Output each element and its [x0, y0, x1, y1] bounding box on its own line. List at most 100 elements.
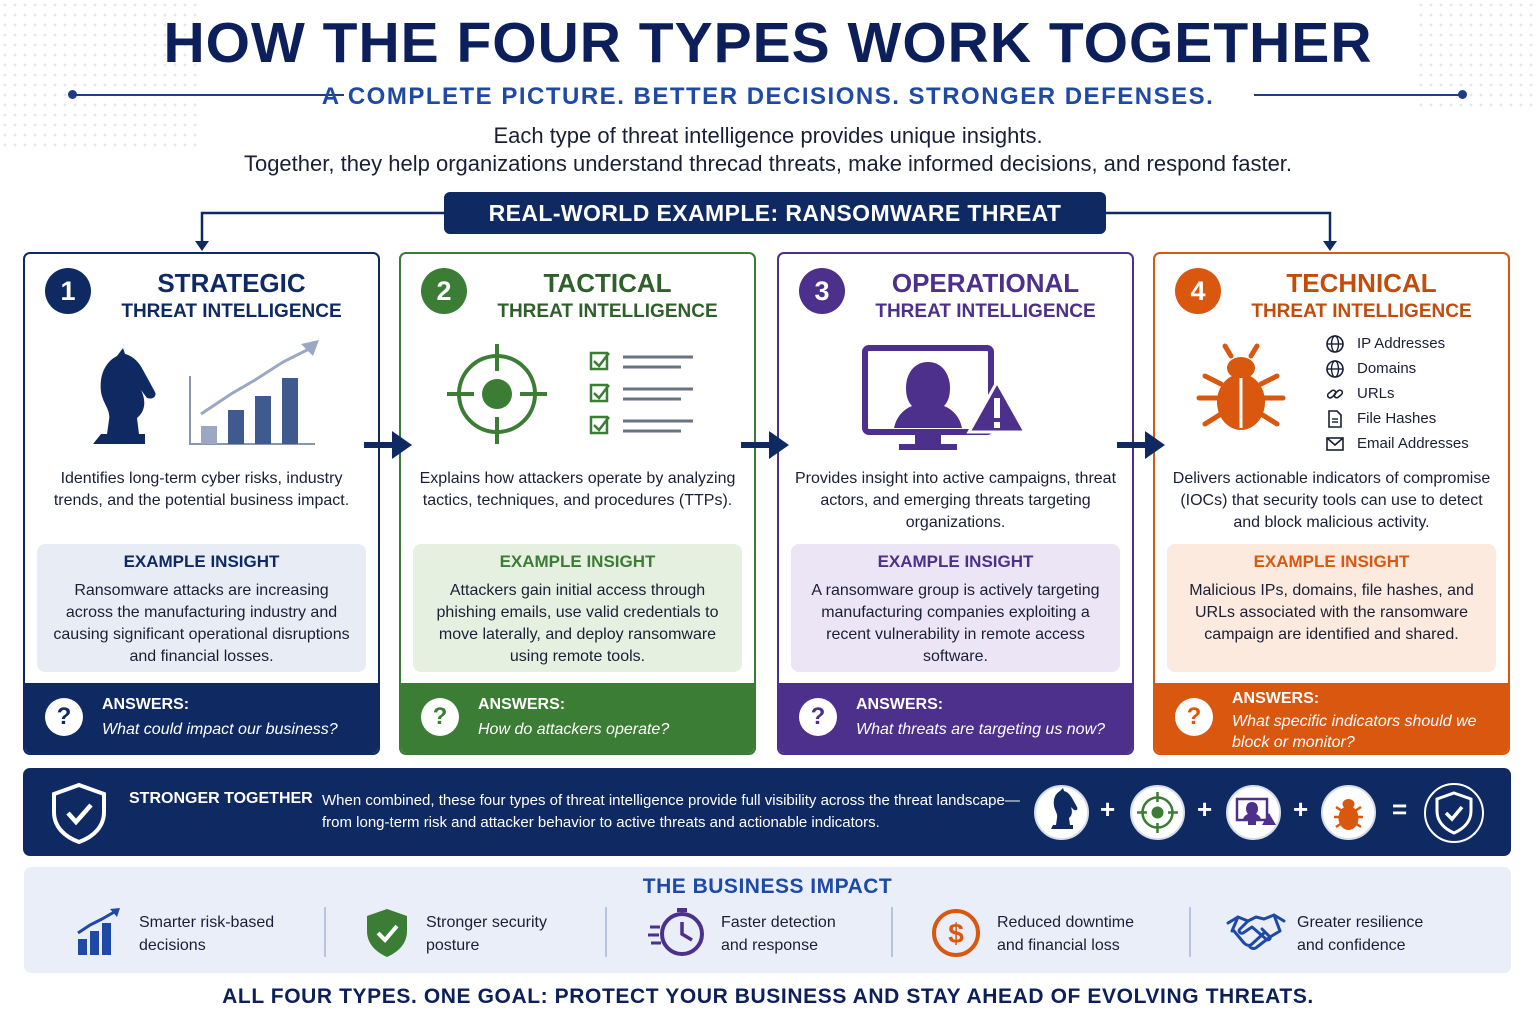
- subtitle-divider-dot: [1458, 90, 1467, 99]
- impact-separator: [891, 907, 893, 957]
- card-number-badge: 1: [45, 268, 91, 314]
- card-technical: 4 TECHNICAL THREAT INTELLIGENCE IP Addre…: [1153, 252, 1510, 755]
- example-insight-text: Attackers gain initial access through ph…: [436, 582, 719, 665]
- fast-clock-icon: [648, 908, 704, 956]
- answers-bar: ? ANSWERS: What could impact our busines…: [25, 683, 378, 753]
- envelope-icon: [1326, 437, 1344, 451]
- intro-line-1: Each type of threat intelligence provide…: [493, 123, 1043, 148]
- answers-label: ANSWERS:: [1232, 690, 1320, 707]
- bug-icon: [1321, 785, 1376, 840]
- question-icon: ?: [45, 698, 83, 736]
- card-description: Provides insight into active campaigns, …: [794, 470, 1117, 531]
- example-insight-text: Ransomware attacks are increasing across…: [53, 582, 350, 665]
- stronger-together-text: When combined, these four types of threa…: [322, 792, 1020, 831]
- subtitle-divider-right: [1254, 94, 1462, 96]
- ioc-urls: URLs: [1357, 385, 1395, 402]
- card-title: OPERATIONAL: [891, 268, 1080, 298]
- answers-bar: ? ANSWERS: How do attackers operate?: [401, 683, 754, 753]
- example-insight-box: EXAMPLE INSIGHT Malicious IPs, domains, …: [1167, 544, 1496, 672]
- footer-tagline: ALL FOUR TYPES. ONE GOAL: PROTECT YOUR B…: [222, 985, 1314, 1008]
- example-insight-heading: EXAMPLE INSIGHT: [499, 552, 656, 571]
- example-insight-box: EXAMPLE INSIGHT Ransomware attacks are i…: [37, 544, 366, 672]
- business-impact-title: THE BUSINESS IMPACT: [642, 875, 893, 898]
- arrow-right-icon: [741, 431, 789, 459]
- arrow-right-icon: [364, 431, 412, 459]
- dot-pattern-decoration: [0, 0, 200, 150]
- card-subtitle: THREAT INTELLIGENCE: [875, 301, 1096, 322]
- card-number-badge: 4: [1175, 268, 1221, 314]
- card-number-badge: 2: [421, 268, 467, 314]
- example-insight-heading: EXAMPLE INSIGHT: [1253, 552, 1410, 571]
- answers-text: What threats are targeting us now?: [856, 721, 1106, 738]
- example-insight-text: Malicious IPs, domains, file hashes, and…: [1189, 582, 1474, 643]
- bar-chart-growth-icon: [77, 908, 120, 955]
- impact-separator: [605, 907, 607, 957]
- answers-text: How do attackers operate?: [478, 721, 670, 738]
- svg-text:$: $: [948, 918, 964, 949]
- globe-icon: [1326, 360, 1344, 378]
- ioc-email-addresses: Email Addresses: [1357, 435, 1469, 452]
- knight-icon: [1034, 785, 1089, 840]
- ioc-domains: Domains: [1357, 360, 1417, 377]
- question-icon: ?: [421, 698, 459, 736]
- equals-sign: =: [1392, 794, 1408, 824]
- card-subtitle: THREAT INTELLIGENCE: [1251, 301, 1472, 322]
- answers-label: ANSWERS:: [478, 696, 566, 713]
- shield-check-icon: [367, 909, 407, 957]
- answers-text: What specific indicators should we block…: [1232, 713, 1477, 751]
- answers-label: ANSWERS:: [102, 696, 190, 713]
- ioc-ip-addresses: IP Addresses: [1357, 335, 1446, 352]
- answers-text: What could impact our business?: [102, 721, 338, 738]
- page-subtitle: A COMPLETE PICTURE. BETTER DECISIONS. ST…: [321, 83, 1215, 110]
- card-description: Explains how attackers operate by analyz…: [419, 470, 736, 509]
- card-title: TECHNICAL: [1286, 268, 1437, 298]
- card-subtitle: THREAT INTELLIGENCE: [497, 301, 718, 322]
- example-banner: REAL-WORLD EXAMPLE: RANSOMWARE THREAT: [444, 192, 1106, 234]
- page-title: HOW THE FOUR TYPES WORK TOGETHER: [163, 11, 1373, 75]
- card-number-badge: 3: [799, 268, 845, 314]
- shield-check-icon: [52, 782, 106, 844]
- plus-sign: +: [1100, 794, 1116, 824]
- subtitle-divider-dot: [68, 90, 77, 99]
- hacker-monitor-warning-icon: [862, 345, 1028, 450]
- ioc-file-hashes: File Hashes: [1357, 410, 1437, 427]
- example-insight-heading: EXAMPLE INSIGHT: [877, 552, 1034, 571]
- dot-pattern-decoration: [1416, 0, 1536, 110]
- card-description: Delivers actionable indicators of compro…: [1172, 470, 1491, 531]
- impact-separator: [1189, 907, 1191, 957]
- plus-sign: +: [1293, 794, 1309, 824]
- answers-label: ANSWERS:: [856, 696, 944, 713]
- shield-check-result-icon: [1424, 783, 1484, 843]
- globe-icon: [1326, 335, 1344, 353]
- example-insight-heading: EXAMPLE INSIGHT: [123, 552, 280, 571]
- intro-line-2: Together, they help organizations unders…: [243, 151, 1293, 176]
- question-icon: ?: [1175, 698, 1213, 736]
- card-title: TACTICAL: [543, 268, 672, 298]
- dollar-coin-icon: $: [932, 909, 980, 957]
- card-operational: 3 OPERATIONAL THREAT INTELLIGENCE Provid…: [777, 252, 1134, 755]
- stronger-together-title: STRONGER TOGETHER: [129, 790, 313, 807]
- handshake-icon: [1226, 913, 1286, 950]
- link-icon: [1326, 389, 1344, 399]
- example-insight-box: EXAMPLE INSIGHT A ransomware group is ac…: [791, 544, 1120, 672]
- card-strategic: 1 STRATEGIC THREAT INTELLIGENCE Identifi…: [23, 252, 380, 755]
- file-icon: [1328, 410, 1342, 428]
- arrow-right-icon: [1117, 431, 1165, 459]
- target-icon: [1130, 785, 1185, 840]
- example-insight-box: EXAMPLE INSIGHT Attackers gain initial a…: [413, 544, 742, 672]
- impact-separator: [324, 907, 326, 957]
- chess-knight-growth-chart-icon: [93, 340, 319, 445]
- card-subtitle: THREAT INTELLIGENCE: [121, 301, 342, 322]
- stronger-together-panel: STRONGER TOGETHER When combined, these f…: [23, 768, 1511, 856]
- subtitle-divider-left: [72, 94, 344, 96]
- bug-icon: [1196, 343, 1286, 430]
- example-insight-text: A ransomware group is actively targeting…: [811, 582, 1100, 665]
- plus-sign: +: [1197, 794, 1213, 824]
- target-checklist-icon: [447, 344, 693, 444]
